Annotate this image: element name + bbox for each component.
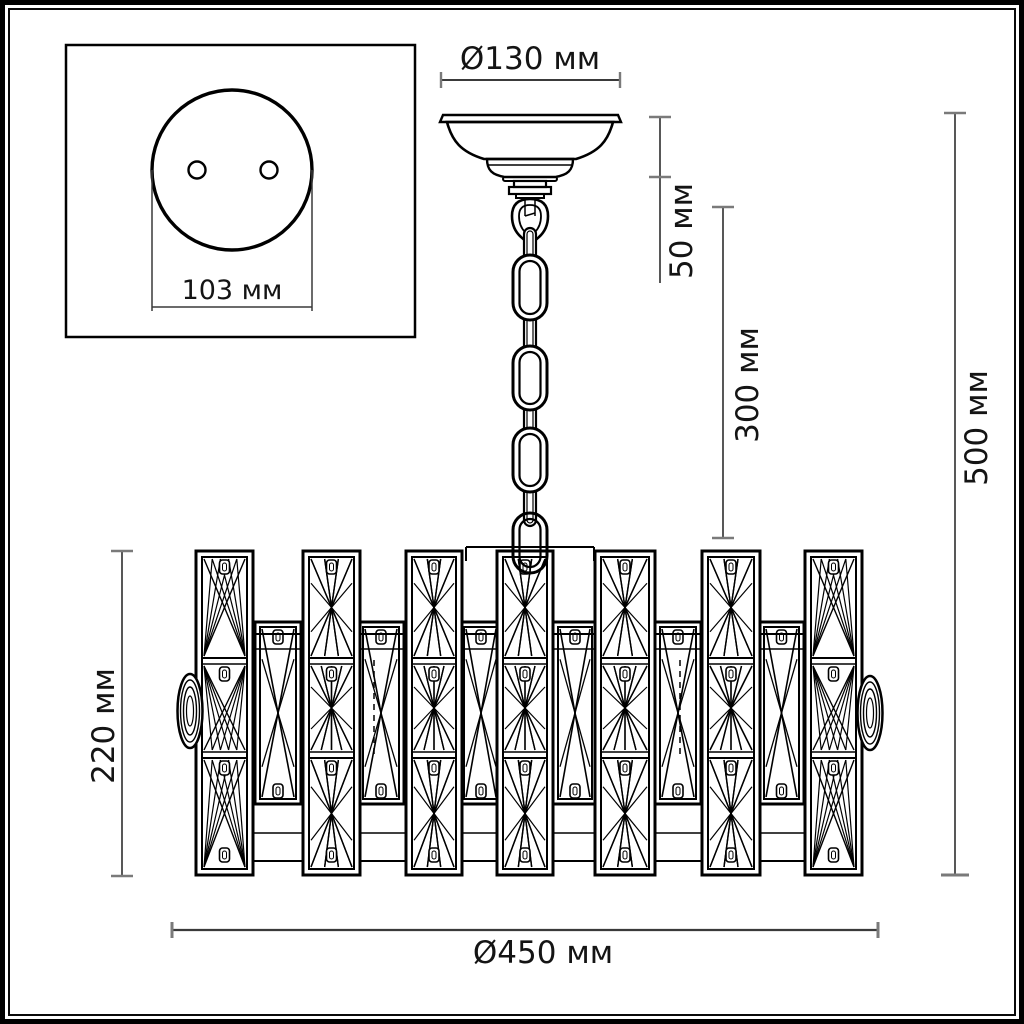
side-oval-crystal bbox=[856, 674, 884, 752]
canopy-dome bbox=[485, 157, 575, 179]
dim-mount-holes-label: 103 мм bbox=[182, 275, 283, 306]
dim-canopy-diameter: Ø130 мм bbox=[439, 41, 622, 88]
canopy-collar bbox=[507, 179, 553, 199]
chain-link-front bbox=[511, 426, 549, 494]
mount-plate-circle bbox=[150, 88, 314, 252]
dim-chain-length: 300 мм bbox=[712, 205, 766, 540]
chain bbox=[511, 226, 549, 575]
mount-hole-left bbox=[187, 160, 207, 180]
dim-body-diameter-label: Ø450 мм bbox=[473, 935, 613, 971]
chain-link-front bbox=[511, 344, 549, 412]
dim-body-diameter: Ø450 мм bbox=[170, 922, 880, 971]
canopy bbox=[438, 113, 623, 244]
canopy-plate bbox=[438, 113, 623, 124]
side-oval-crystal bbox=[176, 672, 204, 750]
crystal-bar-up bbox=[803, 549, 864, 877]
canopy-bell bbox=[445, 120, 615, 161]
suspension-loop bbox=[510, 197, 550, 244]
crystal-bar-up bbox=[404, 549, 464, 877]
inset-box bbox=[64, 43, 417, 339]
mount-plate-inset: 103 мм bbox=[64, 43, 417, 339]
chain-link-front bbox=[511, 253, 549, 322]
dim-canopy-height: 50 мм bbox=[649, 115, 700, 283]
dimension-annotations: Ø130 мм 50 мм 300 мм 500 мм bbox=[86, 41, 995, 971]
dim-canopy-height-label: 50 мм bbox=[664, 183, 700, 279]
crystal-bar-down bbox=[253, 620, 303, 806]
dim-body-height-label: 220 мм bbox=[86, 668, 122, 784]
dim-total-height: 500 мм bbox=[941, 111, 995, 877]
crystal-bar-up bbox=[593, 549, 657, 877]
chandelier-body bbox=[176, 546, 884, 877]
dim-chain-length-label: 300 мм bbox=[730, 327, 766, 443]
dim-mount-holes: 103 мм bbox=[151, 170, 313, 311]
mount-hole-right bbox=[259, 160, 279, 180]
crystal-bar-up bbox=[301, 549, 362, 877]
crystal-bar-up bbox=[700, 549, 762, 877]
dim-body-height: 220 мм bbox=[86, 549, 133, 878]
dim-total-height-label: 500 мм bbox=[959, 370, 995, 486]
crystal-bar-up bbox=[194, 549, 255, 877]
crystal-bar-up bbox=[495, 549, 555, 877]
crystal-bar-down bbox=[653, 620, 703, 806]
top-hanger-bracket bbox=[465, 546, 595, 561]
chain-link-front bbox=[511, 511, 549, 575]
dim-canopy-diameter-label: Ø130 мм bbox=[460, 41, 600, 77]
crystal-bar-down bbox=[356, 620, 406, 806]
